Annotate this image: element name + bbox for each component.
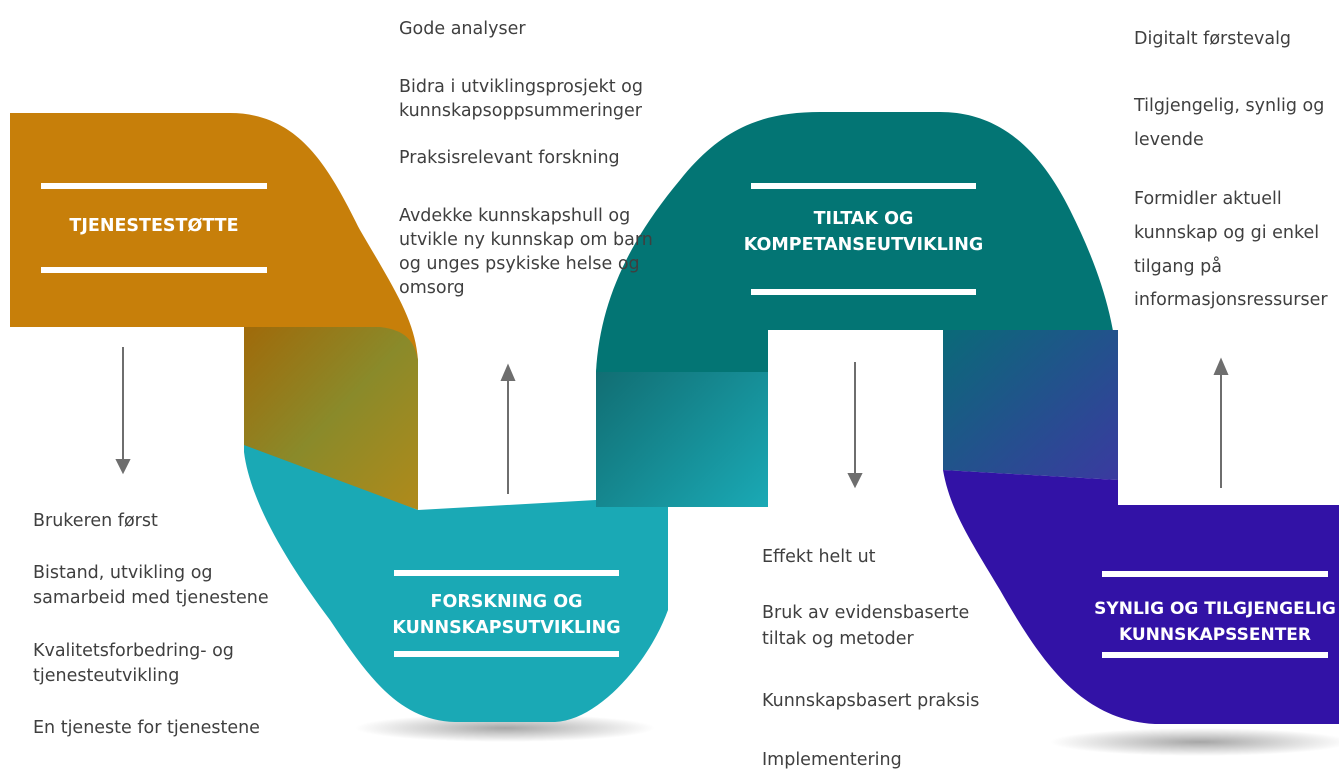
rule (751, 183, 976, 189)
rule (394, 651, 619, 657)
synlig-label-line2: KUNNSKAPSSENTER (1118, 625, 1312, 645)
rule (1102, 571, 1328, 577)
tiltak-label: TILTAK OG KOMPETANSEUTVIKLING (731, 206, 996, 258)
shadow (355, 714, 655, 742)
forskning-note: og unges psykiske helse og (399, 254, 640, 274)
ribbon-twist (943, 330, 1118, 480)
tjenestestotte-note: tjenesteutvikling (33, 666, 180, 686)
forskning-note: Bidra i utviklingsprosjekt og (399, 77, 643, 97)
synlig-note: Formidler aktuell (1134, 189, 1282, 209)
forskning-label-line2: KUNNSKAPSUTVIKLING (392, 618, 621, 638)
tjenestestotte-note: Kvalitetsforbedring- og (33, 641, 234, 661)
forskning-note: utvikle ny kunnskap om barn (399, 230, 653, 250)
tiltak-shape (596, 112, 1118, 372)
arrows (115, 347, 1229, 494)
forskning-note: Praksisrelevant forskning (399, 148, 620, 168)
tiltak-note: tiltak og metoder (762, 629, 914, 649)
synlig-shape (943, 470, 1339, 724)
tiltak-label-line1: TILTAK OG (813, 209, 914, 229)
tjenestestotte-note: samarbeid med tjenestene (33, 588, 269, 608)
tjenestestotte-shape (10, 113, 418, 372)
rule (41, 267, 267, 273)
synlig-label: SYNLIG OG TILGJENGELIG KUNNSKAPSSENTER (1060, 596, 1339, 648)
rule (1102, 652, 1328, 658)
tjenestestotte-label: TJENESTESTØTTE (69, 216, 239, 236)
tiltak-note: Effekt helt ut (762, 547, 876, 567)
tiltak-note: Bruk av evidensbaserte (762, 603, 970, 623)
tiltak-note: Implementering (762, 750, 902, 770)
forskning-note: Avdekke kunnskapshull og (399, 206, 631, 226)
ribbon-twist (596, 330, 768, 507)
forskning-note: Gode analyser (399, 19, 526, 39)
tjenestestotte-note: En tjeneste for tjenestene (33, 718, 260, 738)
synlig-label-line1: SYNLIG OG TILGJENGELIG (1094, 599, 1336, 619)
tjenestestotte-note: Brukeren først (33, 511, 158, 531)
forskning-label-line1: FORSKNING OG (430, 592, 583, 612)
synlig-note: tilgang på (1134, 257, 1223, 277)
down-arrow-icon (847, 473, 863, 489)
synlig-note: Tilgjengelig, synlig og (1134, 96, 1325, 116)
synlig-note: kunnskap og gi enkel (1134, 223, 1320, 243)
tiltak-note: Kunnskapsbasert praksis (762, 691, 980, 711)
synlig-note: levende (1134, 130, 1204, 150)
synlig-note: informasjonsressurser (1134, 290, 1328, 310)
shadow (1050, 728, 1339, 756)
forskning-note: kunnskapsoppsummeringer (399, 101, 642, 121)
forskning-label: FORSKNING OG KUNNSKAPSUTVIKLING (384, 589, 629, 641)
up-arrow-icon (500, 363, 516, 381)
tiltak-label-line2: KOMPETANSEUTVIKLING (743, 235, 984, 255)
forskning-note: omsorg (399, 278, 465, 298)
synlig-note: Digitalt førstevalg (1134, 29, 1292, 49)
rule (41, 183, 267, 189)
rule (751, 289, 976, 295)
down-arrow-icon (115, 459, 131, 475)
tjenestestotte-note: Bistand, utvikling og (33, 563, 213, 583)
up-arrow-icon (1213, 357, 1229, 375)
rule (394, 570, 619, 576)
